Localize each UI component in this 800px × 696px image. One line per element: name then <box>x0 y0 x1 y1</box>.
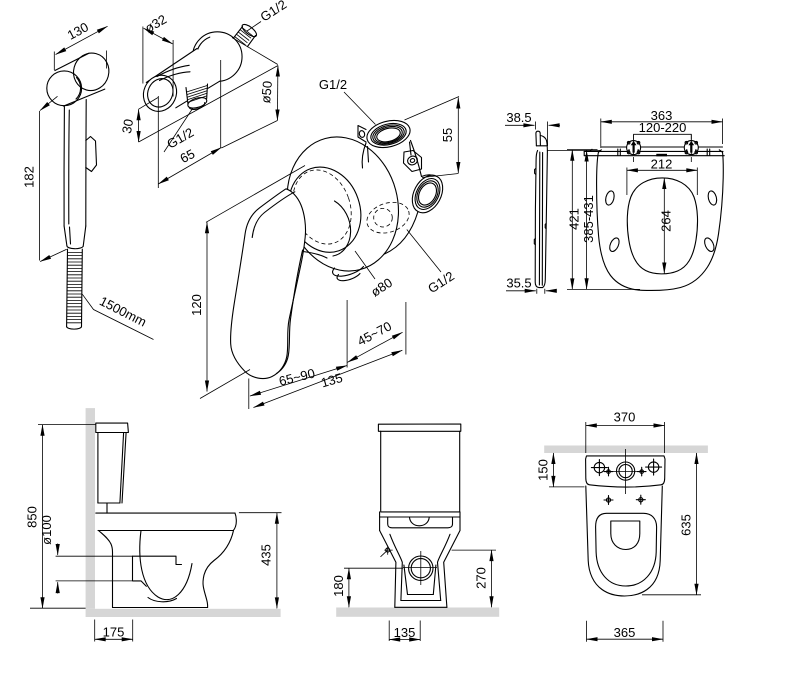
svg-text:45~70: 45~70 <box>355 318 394 348</box>
svg-text:G1/2: G1/2 <box>164 125 196 152</box>
svg-text:370: 370 <box>614 410 636 425</box>
svg-text:850: 850 <box>25 506 40 528</box>
svg-text:ø32: ø32 <box>142 12 169 36</box>
svg-text:435: 435 <box>259 544 274 566</box>
svg-text:180: 180 <box>331 575 346 597</box>
svg-text:ø50: ø50 <box>258 80 275 104</box>
svg-text:212: 212 <box>651 156 673 171</box>
svg-text:150: 150 <box>536 459 551 481</box>
svg-text:30: 30 <box>119 118 136 135</box>
svg-text:182: 182 <box>22 166 37 188</box>
svg-text:135: 135 <box>319 370 344 390</box>
svg-text:175: 175 <box>103 625 125 640</box>
svg-text:G1/2: G1/2 <box>425 268 457 296</box>
svg-text:130: 130 <box>65 19 91 42</box>
svg-text:264: 264 <box>659 210 674 232</box>
svg-text:363: 363 <box>651 108 673 123</box>
svg-text:G1/2: G1/2 <box>319 77 347 92</box>
svg-text:421: 421 <box>567 208 582 230</box>
svg-text:ø80: ø80 <box>368 275 395 300</box>
svg-text:38.5: 38.5 <box>506 110 531 125</box>
svg-text:635: 635 <box>678 514 693 536</box>
svg-text:385-431: 385-431 <box>581 195 596 243</box>
svg-text:270: 270 <box>474 567 489 589</box>
svg-text:G1/2: G1/2 <box>257 0 289 25</box>
svg-text:120-220: 120-220 <box>639 120 687 135</box>
svg-text:65: 65 <box>177 146 197 166</box>
svg-text:135: 135 <box>394 625 416 640</box>
svg-text:365: 365 <box>614 625 636 640</box>
svg-text:55: 55 <box>440 128 455 142</box>
svg-text:120: 120 <box>189 294 204 316</box>
svg-text:ø100: ø100 <box>39 515 54 545</box>
svg-text:35.5: 35.5 <box>506 276 531 291</box>
